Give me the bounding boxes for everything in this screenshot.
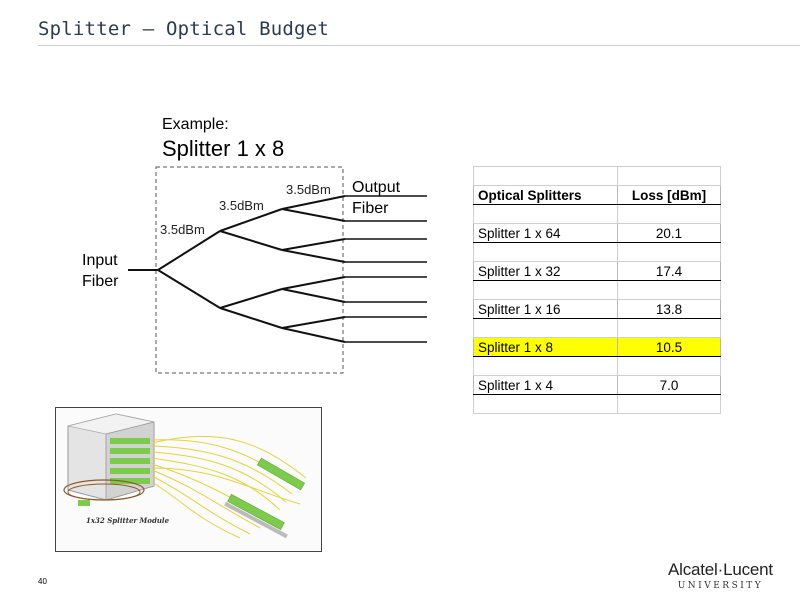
stage3-loss-label: 3.5dBm	[286, 182, 331, 197]
output-label-line1: Output	[352, 179, 401, 196]
table-row: Splitter 1 x 16 13.8	[473, 299, 721, 319]
page-number: 40	[38, 577, 47, 586]
title-divider	[38, 45, 800, 46]
logo-subtitle: UNIVERSITY	[677, 581, 764, 591]
splitter-cell: Splitter 1 x 64	[473, 223, 618, 243]
input-label-line2: Fiber	[82, 273, 119, 290]
stage3-branch	[281, 288, 346, 303]
stage3-branch	[281, 195, 346, 210]
table-spacer-row	[473, 242, 721, 262]
stage2-branch	[219, 230, 283, 251]
logo-name: Alcatel·Lucent	[668, 560, 773, 579]
stage2-branch	[219, 288, 283, 309]
stage3-branch	[281, 208, 346, 222]
stage3-branch	[281, 327, 346, 343]
input-label-line1: Input	[82, 252, 118, 269]
slide-title: Splitter – Optical Budget	[38, 18, 329, 40]
table-spacer-row	[473, 318, 721, 338]
table-header-row: Optical Splitters Loss [dBm]	[473, 185, 721, 205]
splitter-cell: Splitter 1 x 4	[473, 375, 618, 395]
splitter-cell: Splitter 1 x 32	[473, 261, 618, 281]
table-row: Splitter 1 x 64 20.1	[473, 223, 721, 243]
stage1-branch-top	[157, 230, 221, 271]
output-fiber-label: Output Fiber	[352, 177, 400, 219]
example-splitter-name: Splitter 1 x 8	[162, 136, 285, 161]
splitter-cell: Splitter 1 x 16	[473, 299, 618, 319]
output-label-line2: Fiber	[352, 200, 389, 217]
stage3-branch	[281, 249, 346, 263]
table-spacer-row	[473, 356, 721, 376]
loss-cell: 20.1	[617, 223, 721, 243]
loss-cell: 10.5	[617, 337, 721, 357]
loss-cell: 17.4	[617, 261, 721, 281]
splitter-module-illustration	[63, 413, 307, 539]
alcatel-lucent-logo: Alcatel·Lucent UNIVERSITY	[668, 560, 773, 591]
stage2-branch	[219, 307, 283, 329]
table-spacer-row	[473, 166, 721, 186]
example-label: Example:	[162, 116, 229, 133]
stage3-branch	[281, 238, 346, 251]
table-spacer-row	[473, 280, 721, 300]
stage2-loss-label: 3.5dBm	[219, 198, 264, 213]
photo-caption: 1x32 Splitter Module	[86, 516, 170, 525]
stage1-branch-bottom	[157, 269, 221, 309]
input-fiber-label: Input Fiber	[82, 250, 118, 292]
table-row: Splitter 1 x 4 7.0	[473, 375, 721, 395]
stage1-loss-label: 3.5dBm	[160, 222, 205, 237]
stage2-branch	[219, 208, 283, 232]
loss-cell: 7.0	[617, 375, 721, 395]
splitter-cell: Splitter 1 x 8	[473, 337, 618, 357]
table-spacer-row	[473, 204, 721, 224]
loss-cell: 13.8	[617, 299, 721, 319]
header-optical-splitters: Optical Splitters	[473, 185, 618, 205]
stage3-branch	[281, 276, 346, 290]
header-loss: Loss [dBm]	[617, 185, 721, 205]
table-row-highlighted: Splitter 1 x 8 10.5	[473, 337, 721, 357]
splitter-loss-table: Optical Splitters Loss [dBm] Splitter 1 …	[473, 166, 721, 414]
table-spacer-row	[473, 394, 721, 414]
splitter-module-photo: 1x32 Splitter Module	[55, 407, 322, 552]
stage3-branch	[281, 316, 346, 329]
table-row: Splitter 1 x 32 17.4	[473, 261, 721, 281]
